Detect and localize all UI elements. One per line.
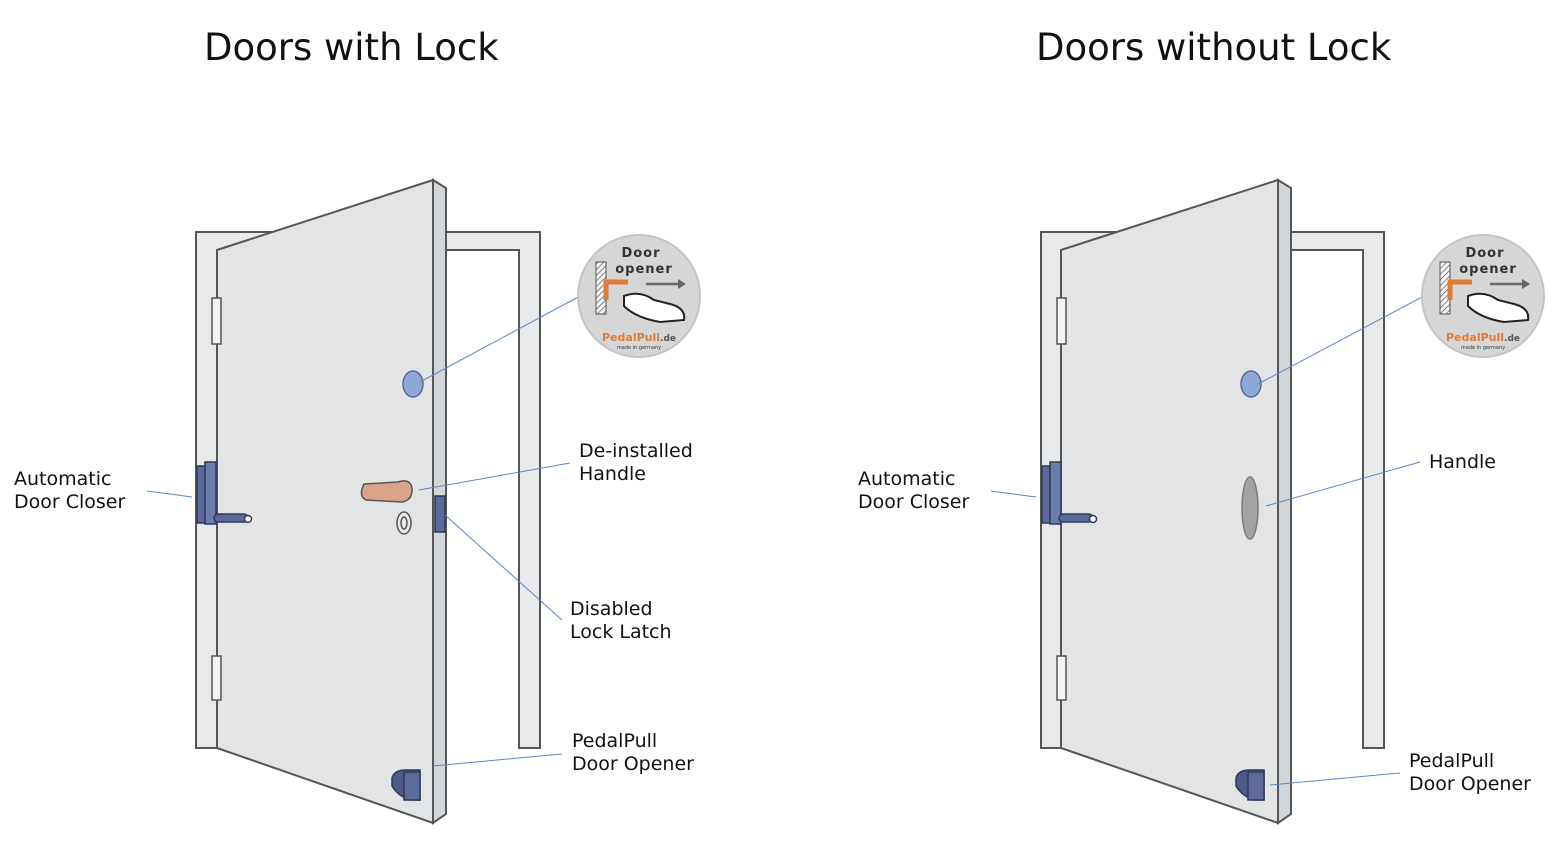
left-label-door-closer-line2: Door Closer bbox=[14, 491, 126, 513]
left-sticker-line1: Door bbox=[621, 246, 660, 261]
right-label-door-opener-line1: PedalPull bbox=[1409, 750, 1495, 772]
left-label-door-closer-line1: Automatic bbox=[14, 468, 112, 490]
left-door-sticker bbox=[402, 370, 424, 398]
right-label-door-closer-line1: Automatic bbox=[858, 468, 956, 490]
right-sticker-brand: PedalPull.de bbox=[1446, 331, 1520, 344]
left-hinge-bottom bbox=[211, 655, 222, 701]
right-sticker-tagline: made in germany bbox=[1461, 345, 1505, 351]
left-sticker-brand-suffix: .de bbox=[660, 334, 676, 344]
left-leader-opener bbox=[432, 753, 563, 767]
right-leader-lines bbox=[990, 295, 1425, 786]
right-label-door-opener-line2: Door Opener bbox=[1409, 773, 1531, 795]
right-label-door-opener: PedalPull Door Opener bbox=[1409, 750, 1531, 796]
left-hinge-top bbox=[211, 297, 222, 345]
left-key-cylinder bbox=[396, 511, 412, 535]
left-sticker-line2: opener bbox=[615, 262, 673, 277]
left-leader-lines bbox=[146, 295, 581, 767]
right-label-door-closer-line2: Door Closer bbox=[858, 491, 970, 513]
left-label-handle-line1: De-installed bbox=[579, 440, 693, 462]
right-door-illustration bbox=[1040, 178, 1385, 825]
left-leader-closer bbox=[146, 490, 193, 498]
left-leader-latch bbox=[444, 514, 563, 621]
left-label-lock-latch: Disabled Lock Latch bbox=[570, 598, 672, 644]
left-handle bbox=[360, 480, 413, 503]
right-leader-handle bbox=[1265, 461, 1421, 507]
left-door-illustration bbox=[195, 178, 541, 825]
left-leader-sticker bbox=[419, 295, 581, 383]
left-label-door-opener: PedalPull Door Opener bbox=[572, 730, 694, 776]
right-leader-opener bbox=[1269, 772, 1401, 786]
left-pedalpull-device bbox=[391, 769, 421, 801]
left-lock-latch bbox=[434, 495, 446, 533]
right-leader-closer bbox=[990, 490, 1037, 498]
right-sticker-line2: opener bbox=[1459, 262, 1517, 277]
left-label-door-opener-line2: Door Opener bbox=[572, 753, 694, 775]
right-hinge-top bbox=[1056, 297, 1067, 345]
left-door-frame-right-post bbox=[445, 231, 541, 749]
right-sticker-badge bbox=[1421, 234, 1545, 358]
left-label-door-opener-line1: PedalPull bbox=[572, 730, 658, 752]
right-door-closer bbox=[1041, 461, 1098, 525]
left-label-door-closer: Automatic Door Closer bbox=[14, 468, 125, 514]
right-door-edge bbox=[1277, 178, 1292, 825]
right-pedalpull-device bbox=[1235, 769, 1265, 801]
left-label-lock-latch-line2: Lock Latch bbox=[570, 621, 672, 643]
right-label-handle-line1: Handle bbox=[1429, 451, 1497, 473]
left-sticker-brand: PedalPull.de bbox=[602, 331, 676, 344]
right-sticker-brand-name: PedalPull bbox=[1446, 331, 1504, 344]
left-sticker-brand-name: PedalPull bbox=[602, 331, 660, 344]
left-panel-title: Doors with Lock bbox=[204, 26, 499, 69]
left-leader-handle bbox=[418, 462, 571, 491]
right-leader-sticker bbox=[1257, 295, 1425, 385]
right-door-sticker bbox=[1240, 370, 1262, 398]
right-sticker-brand-suffix: .de bbox=[1504, 334, 1520, 344]
left-label-handle: De-installed Handle bbox=[579, 440, 693, 486]
right-handle bbox=[1241, 476, 1259, 540]
left-label-handle-line2: Handle bbox=[579, 463, 647, 485]
right-hinge-bottom bbox=[1056, 655, 1067, 701]
right-label-door-closer: Automatic Door Closer bbox=[858, 468, 969, 514]
right-door-frame-right-post bbox=[1290, 231, 1385, 749]
right-sticker-line1: Door bbox=[1465, 246, 1504, 261]
right-label-handle: Handle bbox=[1429, 451, 1496, 474]
right-panel-title: Doors without Lock bbox=[1036, 26, 1392, 69]
left-door-closer bbox=[196, 461, 253, 525]
left-label-lock-latch-line1: Disabled bbox=[570, 598, 653, 620]
left-sticker-tagline: made in germany bbox=[617, 345, 661, 351]
left-sticker-badge bbox=[577, 234, 701, 358]
